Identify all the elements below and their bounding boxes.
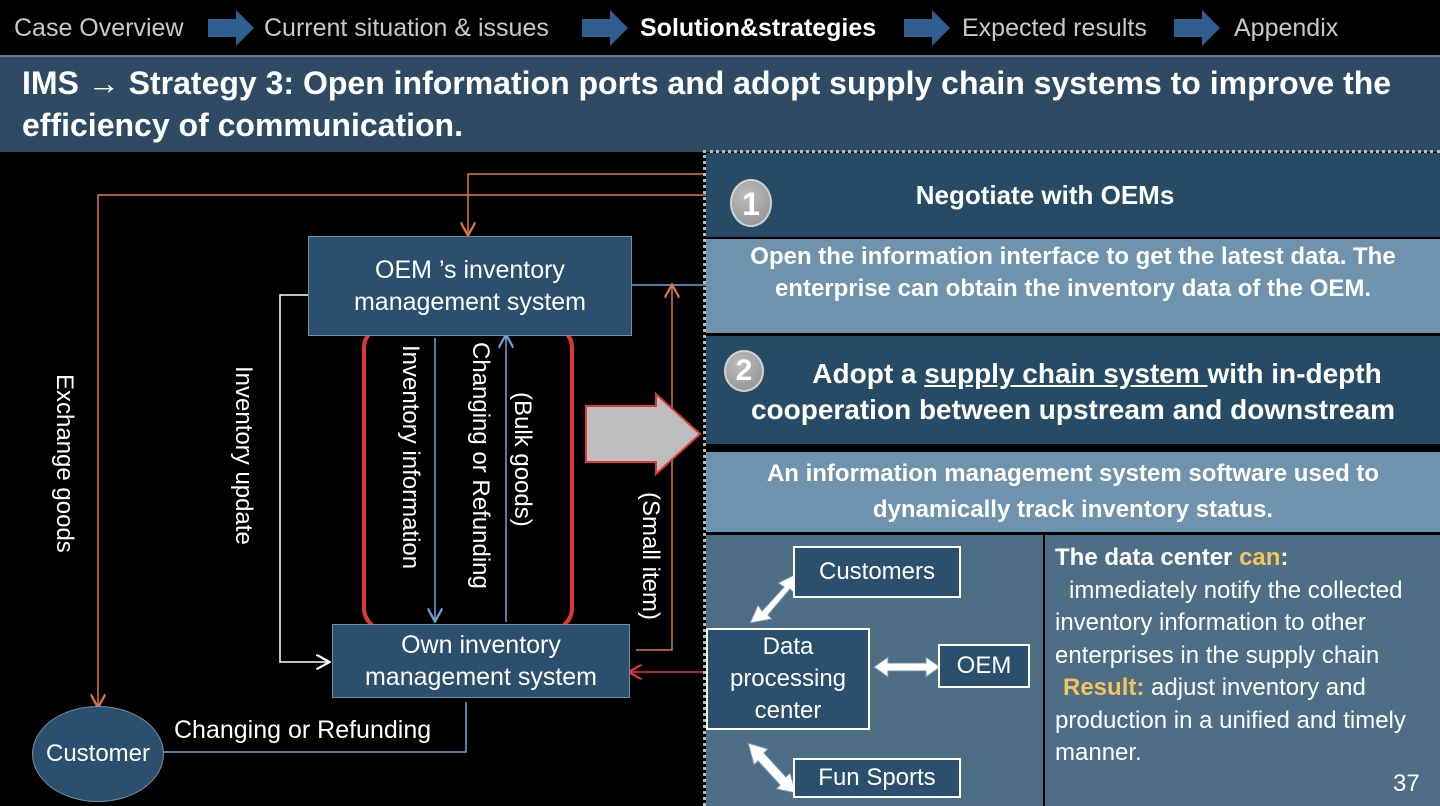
step2-section [706, 336, 1440, 444]
nav-item-case-overview[interactable]: Case Overview [14, 14, 184, 42]
small-item-label: (Small item) [637, 492, 664, 621]
exchange-goods-label: Exchange goods [51, 374, 78, 553]
step1-number-badge: 1 [730, 179, 772, 227]
customer-node: Customer [32, 706, 164, 802]
step2-description-section [706, 452, 1440, 532]
data-center-heading-pre: The data center [1055, 544, 1240, 571]
bulk-goods-label: (Bulk goods) [509, 392, 536, 527]
step1-title: Negotiate with OEMs [915, 180, 1175, 210]
data-processing-center-node: Data processing center [706, 628, 870, 730]
oem-inventory-box: OEM ’s inventory management system [308, 236, 632, 336]
page-number: 37 [1393, 770, 1420, 797]
data-center-notes-section [1045, 535, 1440, 806]
fun-sports-node: Fun Sports [793, 758, 961, 798]
customers-node: Customers [793, 546, 961, 598]
step2-title-post: with in-depth cooperation between upstre… [750, 358, 1396, 425]
result-line: Result: adjust inventory and production … [1055, 672, 1430, 770]
data-center-heading-post: : [1280, 544, 1289, 571]
data-center-body: immediately notify the collected invento… [1055, 576, 1403, 669]
step2-title: Adopt a supply chain system with in-dept… [712, 356, 1434, 428]
nav-item-solution-strategies[interactable]: Solution&strategies [640, 14, 877, 42]
nav-arrow-icon [208, 10, 254, 46]
step1-description: Open the information interface to get th… [750, 243, 1396, 302]
step1-section [706, 153, 1440, 237]
nav-arrow-icon [1174, 10, 1220, 46]
data-center-notes: The data center can: immediately notify … [1055, 542, 1430, 770]
supply-chain-link: supply chain system [924, 358, 1208, 389]
changing-refunding-vertical-label: Changing or Refunding [467, 342, 494, 589]
nav-item-expected-results[interactable]: Expected results [962, 14, 1147, 42]
oem-node: OEM [938, 644, 1030, 688]
nav-bar: Case Overview Current situation & issues… [0, 0, 1440, 54]
solution-panel [703, 150, 1440, 806]
result-body: adjust inventory and production in a uni… [1055, 674, 1406, 766]
nav-arrow-icon [582, 10, 628, 46]
nav-item-current-situation[interactable]: Current situation & issues [264, 14, 549, 42]
inventory-information-label: Inventory information [397, 345, 424, 570]
title-band [0, 55, 1440, 152]
can-highlight: can [1239, 544, 1281, 571]
own-inventory-box: Own inventory management system [332, 624, 630, 698]
step2-number-badge: 2 [724, 350, 764, 392]
result-label: Result: [1063, 674, 1145, 701]
nav-arrow-icon [904, 10, 950, 46]
step1-description-section [706, 239, 1440, 333]
step2-title-pre: Adopt a [812, 358, 925, 389]
inventory-update-label: Inventory update [230, 366, 257, 545]
step2-description: An information management system softwar… [766, 460, 1380, 523]
data-center-heading: The data center can: [1055, 542, 1430, 575]
nav-item-appendix[interactable]: Appendix [1234, 14, 1339, 42]
slide-title: IMS → Strategy 3: Open information ports… [22, 65, 1392, 143]
changing-refunding-label: Changing or Refunding [174, 716, 432, 744]
